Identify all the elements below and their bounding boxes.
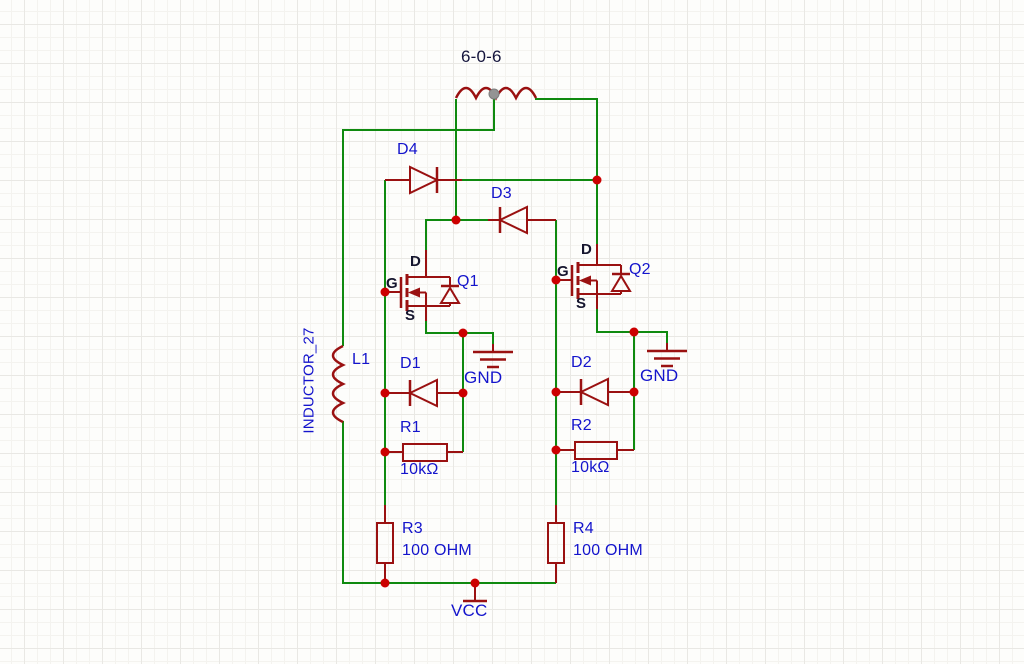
wire-q2-source-gnd[interactable] xyxy=(596,308,668,343)
diode-d3-symbol[interactable] xyxy=(488,205,556,235)
r3-value-label[interactable]: 100 OHM xyxy=(402,542,472,559)
gnd-right-label[interactable]: GND xyxy=(640,366,679,385)
diode-d2-symbol[interactable] xyxy=(556,377,634,407)
junction-dot xyxy=(380,287,390,297)
junction-dot xyxy=(380,578,390,588)
junction-dot xyxy=(451,215,461,225)
junction-dot xyxy=(551,275,561,285)
q1-pin-source-label: S xyxy=(405,307,416,324)
inductor-l1-symbol[interactable] xyxy=(331,344,346,424)
junction-dot xyxy=(470,578,480,588)
vcc-label[interactable]: VCC xyxy=(451,601,488,620)
resistor-r1-symbol[interactable] xyxy=(385,443,463,462)
q2-pin-source-label: S xyxy=(576,295,587,312)
r3-ref-label[interactable]: R3 xyxy=(402,520,423,537)
resistor-r4-symbol[interactable] xyxy=(547,505,565,583)
wire-q1-drain[interactable] xyxy=(425,219,456,250)
q2-ref-label[interactable]: Q2 xyxy=(629,261,651,278)
resistor-r2-symbol[interactable] xyxy=(556,441,634,460)
transformer-coil-symbol[interactable] xyxy=(454,86,538,101)
junction-dot xyxy=(629,387,639,397)
q2-pin-drain-label: D xyxy=(581,241,593,258)
q2-pin-gate-label: G xyxy=(557,263,569,280)
d3-ref-label[interactable]: D3 xyxy=(491,185,512,202)
r1-value-label[interactable]: 10kΩ xyxy=(400,461,439,478)
r1-ref-label[interactable]: R1 xyxy=(400,419,421,436)
diode-d4-symbol[interactable] xyxy=(385,165,462,195)
wire-bottom-rail[interactable] xyxy=(342,421,556,584)
r4-ref-label[interactable]: R4 xyxy=(573,520,594,537)
d4-ref-label[interactable]: D4 xyxy=(397,141,418,158)
q1-ref-label[interactable]: Q1 xyxy=(457,273,479,290)
r2-value-label[interactable]: 10kΩ xyxy=(571,459,610,476)
junction-dot xyxy=(592,175,602,185)
gnd-flag-right[interactable] xyxy=(647,343,687,368)
wire-center-tap-trunk[interactable] xyxy=(342,96,495,346)
junction-dot xyxy=(551,445,561,455)
d2-ref-label[interactable]: D2 xyxy=(571,354,592,371)
junction-dot xyxy=(629,327,639,337)
gnd-flag-left[interactable] xyxy=(473,344,513,369)
q1-pin-gate-label: G xyxy=(386,275,398,292)
d1-ref-label[interactable]: D1 xyxy=(400,355,421,372)
junction-dot xyxy=(380,447,390,457)
junction-dot xyxy=(458,388,468,398)
gnd-left-label[interactable]: GND xyxy=(464,368,503,387)
wire-coil-right-trunk[interactable] xyxy=(535,98,598,244)
r2-ref-label[interactable]: R2 xyxy=(571,417,592,434)
junction-dot xyxy=(380,388,390,398)
l1-ref-label[interactable]: L1 xyxy=(352,351,371,368)
resistor-r3-symbol[interactable] xyxy=(376,505,394,583)
r4-value-label[interactable]: 100 OHM xyxy=(573,542,643,559)
transformer-value-label[interactable]: 6-0-6 xyxy=(461,47,502,66)
l1-value-label[interactable]: INDUCTOR_27 xyxy=(300,327,318,434)
diode-d1-symbol[interactable] xyxy=(385,378,463,408)
junction-dot xyxy=(458,328,468,338)
junction-dots xyxy=(380,175,639,588)
q1-pin-drain-label: D xyxy=(410,253,422,270)
center-tap-dot xyxy=(488,88,500,100)
junction-dot xyxy=(551,387,561,397)
